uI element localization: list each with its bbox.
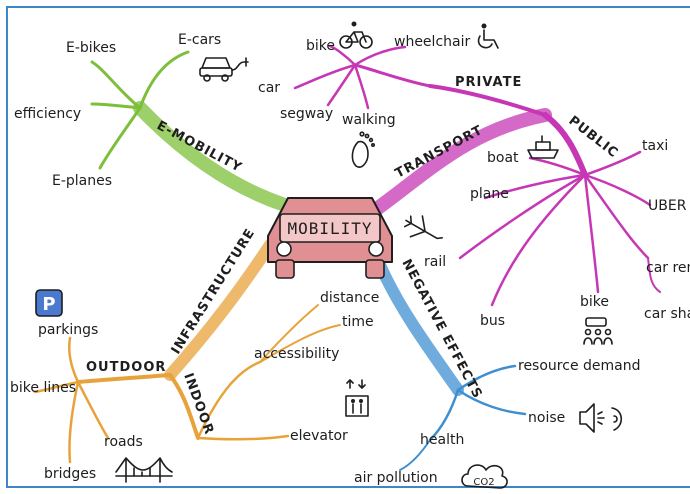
- bicycle-icon: [339, 21, 373, 49]
- leaf-efficiency: efficiency: [14, 106, 81, 122]
- leaf-parkings: parkings: [38, 322, 98, 338]
- infrastructure-label: INFRASTRUCTURE: [169, 226, 259, 357]
- leaf-elevator: elevator: [290, 428, 348, 444]
- leaf-e-planes: E-planes: [52, 173, 112, 189]
- leaf-distance: distance: [320, 290, 379, 306]
- leaf-segway: segway: [280, 106, 333, 122]
- car-center-node: MOBILITY: [267, 197, 393, 279]
- co2-label: CO2: [473, 477, 494, 488]
- image-border: [6, 6, 690, 488]
- leaf-e-cars: E-cars: [178, 32, 221, 48]
- leaf-bus: bus: [480, 313, 505, 329]
- infrastructure-branch: [33, 239, 341, 464]
- outdoor-label: OUTDOOR: [86, 360, 166, 375]
- leaf-uber: UBER: [648, 198, 687, 214]
- leaf-car-rental: car renta: [646, 260, 690, 276]
- leaf-air-pollution: air pollution: [354, 470, 438, 486]
- leaf-roads: roads: [104, 434, 143, 450]
- leaf-health: health: [420, 432, 464, 448]
- leaf-wheelchair: wheelchair: [394, 34, 470, 50]
- leaf-e-bikes: E-bikes: [66, 40, 116, 56]
- leaf-accessibility: accessibility: [254, 346, 339, 362]
- co2-cloud-icon: CO2: [461, 464, 508, 489]
- bike-sharing-icon: [583, 317, 613, 345]
- leaf-boat: boat: [487, 150, 519, 166]
- airplane-icon: [403, 215, 443, 240]
- leaf-rail: rail: [424, 254, 446, 270]
- footprint-icon: [351, 131, 375, 168]
- electric-car-icon: [199, 57, 249, 82]
- leaf-bike-lines: bike lines: [10, 380, 76, 396]
- leaf-time: time: [342, 314, 374, 330]
- emobility-branch: [90, 50, 292, 212]
- leaf-private-car: car: [258, 80, 280, 96]
- transport-label: TRANSPORT: [393, 123, 486, 182]
- bridge-icon: [115, 457, 173, 483]
- wheelchair-icon: [477, 23, 499, 49]
- parking-sign-icon: P: [35, 289, 63, 317]
- parking-letter: P: [42, 294, 55, 315]
- leaf-private-bike: bike: [306, 38, 335, 54]
- negative-branch: [374, 259, 527, 471]
- leaf-noise: noise: [528, 410, 565, 426]
- leaf-taxi: taxi: [642, 138, 668, 154]
- speaker-noise-icon: [579, 403, 623, 433]
- center-label: MOBILITY: [287, 219, 372, 238]
- leaf-public-bike: bike: [580, 294, 609, 310]
- leaf-plane: plane: [470, 186, 509, 202]
- leaf-resource-demand: resource demand: [518, 358, 640, 374]
- leaf-car-sharing: car sharin: [644, 306, 690, 322]
- leaf-bridges: bridges: [44, 466, 96, 482]
- elevator-icon: [345, 379, 369, 417]
- leaf-walking: walking: [342, 112, 396, 128]
- private-label: PRIVATE: [455, 75, 522, 90]
- transport-branch: [293, 44, 661, 307]
- boat-icon: [527, 135, 559, 159]
